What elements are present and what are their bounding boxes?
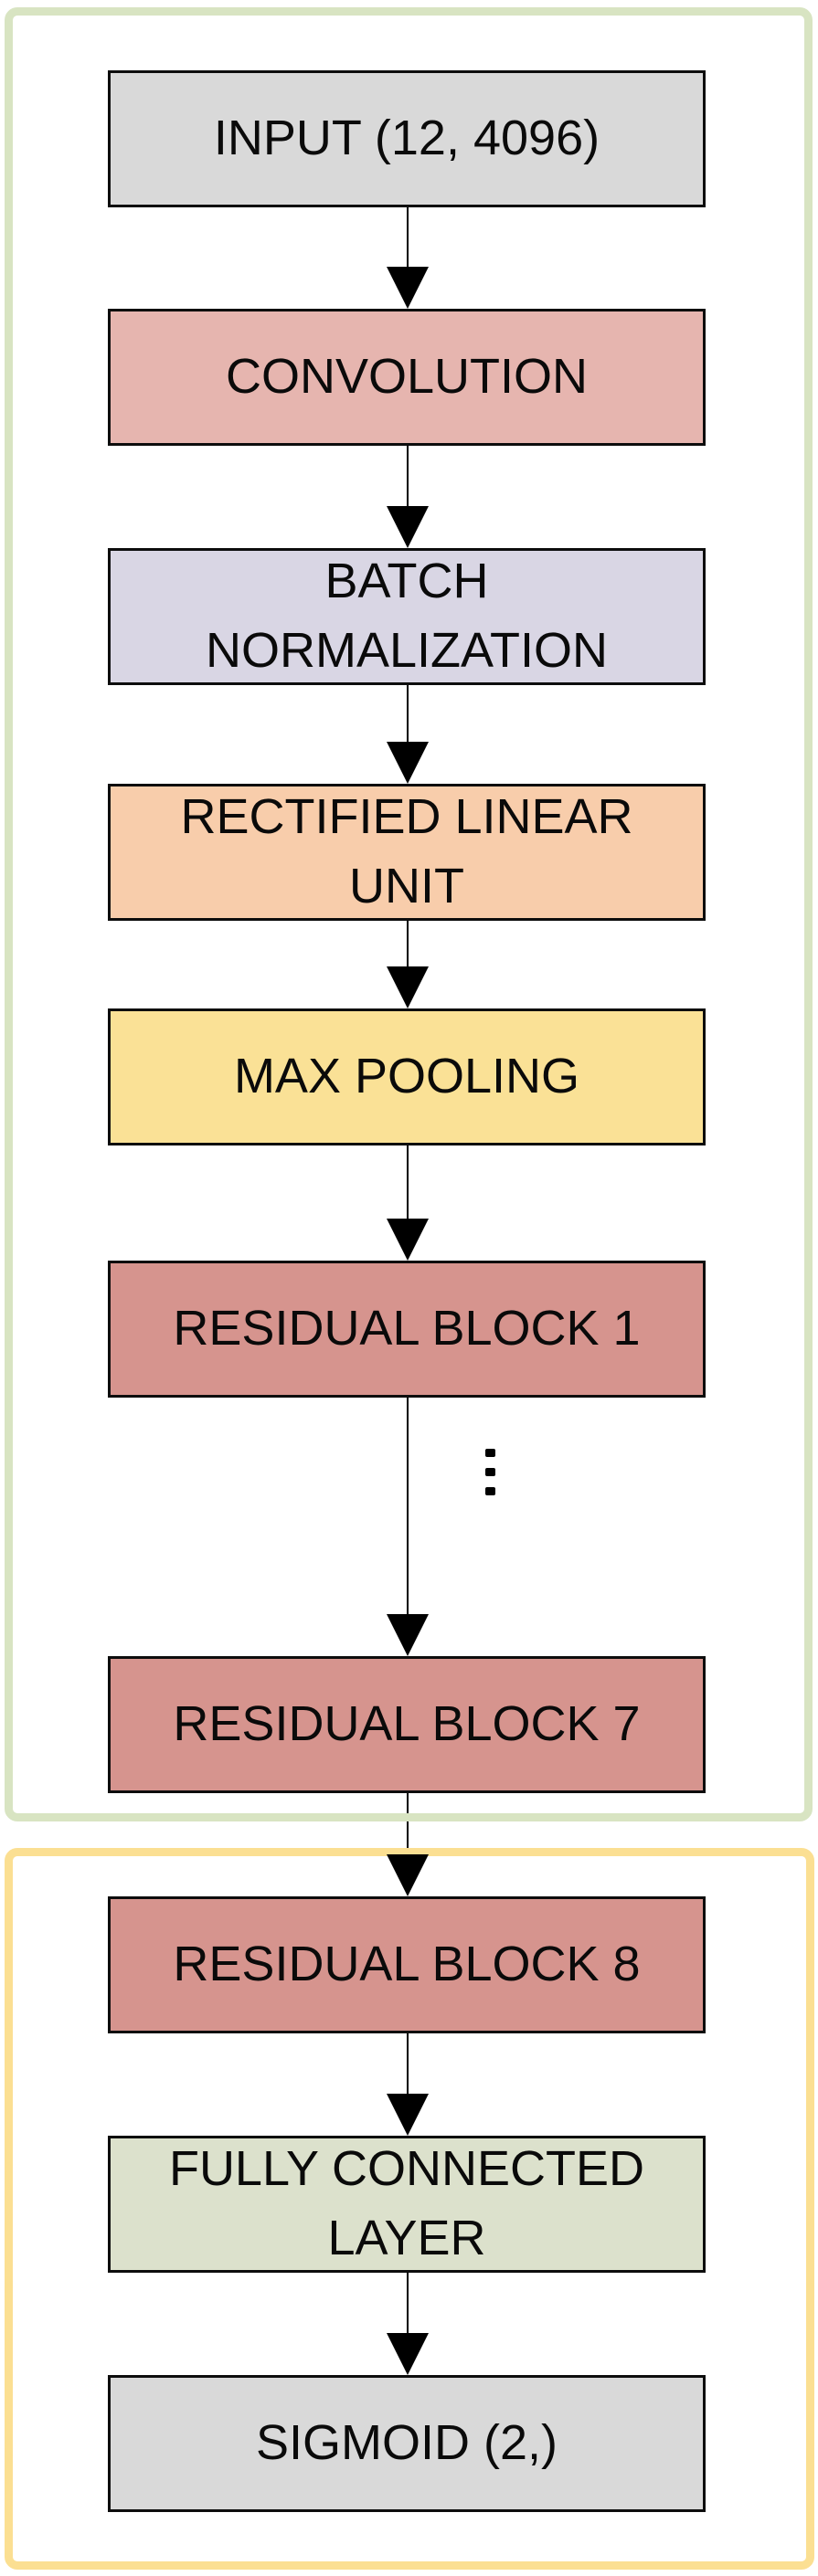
connector-line-residual8-fullyconnected xyxy=(407,2033,409,2094)
connector-line-residual1-residual7 xyxy=(407,1398,409,1614)
node-rectified-linear-unit: RECTIFIED LINEAR UNIT xyxy=(108,784,706,921)
node-residual-block-7: RESIDUAL BLOCK 7 xyxy=(108,1656,706,1793)
arrow-down-icon xyxy=(387,1614,429,1656)
feature-extraction-group-border xyxy=(5,7,813,1821)
node-batch-normalization: BATCH NORMALIZATION xyxy=(108,548,706,685)
node-sigmoid: SIGMOID (2,) xyxy=(108,2375,706,2512)
arrow-down-icon xyxy=(387,1219,429,1261)
arrow-down-icon xyxy=(387,267,429,309)
ellipsis-dot xyxy=(485,1449,495,1457)
node-fully-connected-layer: FULLY CONNECTED LAYER xyxy=(108,2136,706,2273)
arrow-down-icon xyxy=(387,506,429,548)
arrow-down-icon xyxy=(387,2333,429,2375)
arrow-down-icon xyxy=(387,966,429,1008)
connector-line-batchnorm-relu xyxy=(407,685,409,742)
connector-line-maxpooling-residual1 xyxy=(407,1145,409,1219)
arrow-down-icon xyxy=(387,1854,429,1896)
connector-line-residual7-residual8 xyxy=(407,1793,409,1858)
classification-group-border xyxy=(5,1848,814,2570)
connector-line-input-convolution xyxy=(407,207,409,267)
node-residual-block-1: RESIDUAL BLOCK 1 xyxy=(108,1261,706,1398)
ellipsis-dot xyxy=(485,1468,495,1476)
ellipsis-dot xyxy=(485,1487,495,1495)
node-input: INPUT (12, 4096) xyxy=(108,70,706,207)
arrow-down-icon xyxy=(387,2094,429,2136)
vertical-ellipsis-icon xyxy=(485,1449,495,1495)
node-residual-block-8: RESIDUAL BLOCK 8 xyxy=(108,1896,706,2033)
connector-line-convolution-batchnorm xyxy=(407,446,409,506)
arrow-down-icon xyxy=(387,742,429,784)
connector-line-fullyconnected-sigmoid xyxy=(407,2273,409,2333)
node-convolution: CONVOLUTION xyxy=(108,309,706,446)
node-max-pooling: MAX POOLING xyxy=(108,1008,706,1145)
connector-line-relu-maxpooling xyxy=(407,921,409,966)
